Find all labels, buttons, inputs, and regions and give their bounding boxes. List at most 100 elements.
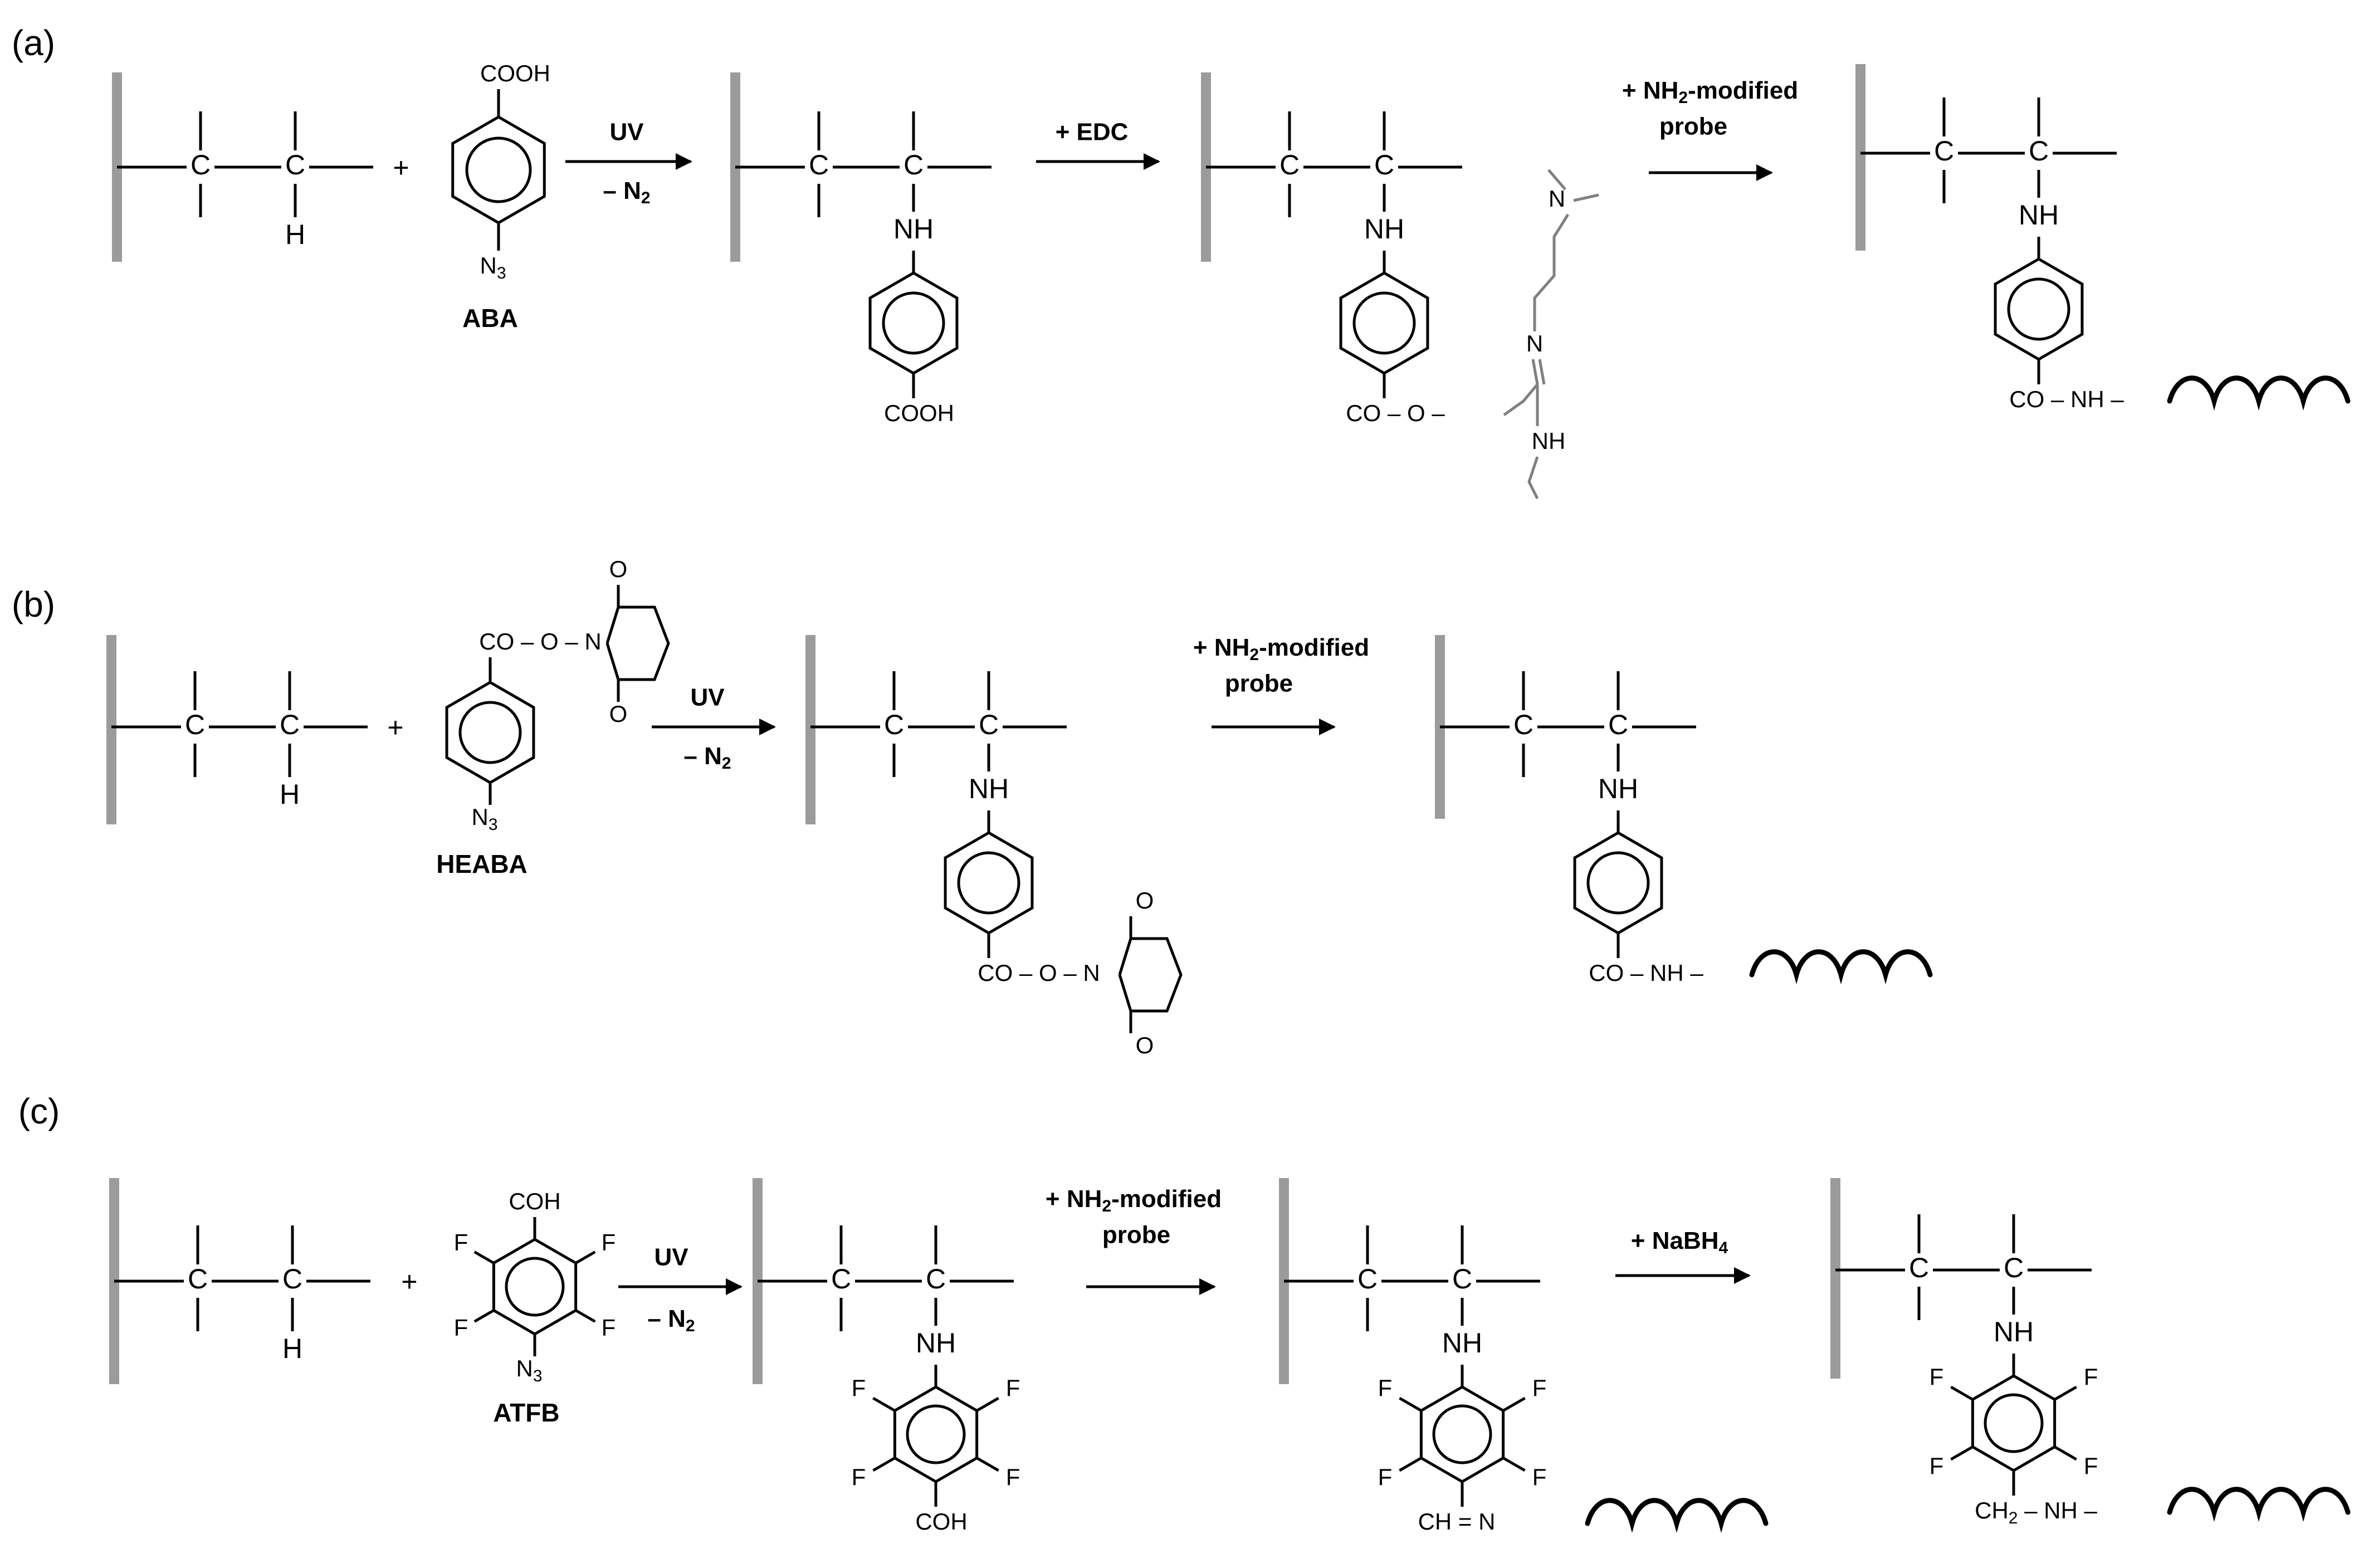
edc-nh: NH xyxy=(1532,428,1566,454)
nh-group: NH xyxy=(893,213,934,245)
nh-group: NH xyxy=(1364,213,1404,245)
p2c-ring-fluorine: F xyxy=(1532,1464,1547,1490)
p3c-amine-suffix: – NH – xyxy=(2018,1497,2097,1523)
atfb-azide-label: N3 xyxy=(516,1355,542,1385)
carbon-1: C xyxy=(809,149,829,180)
arrow-probe-b-line1-suffix: -modified xyxy=(1259,634,1369,661)
edc-methyl-2 xyxy=(1573,193,1599,202)
arrow-uv-b-bottom-main: – N xyxy=(683,743,721,770)
p2b-ring-aromatic-circle xyxy=(1586,851,1650,915)
hydrogen-atom: H xyxy=(282,1333,302,1364)
hydrogen-atom: H xyxy=(280,779,300,810)
p3c-ring-f-bond xyxy=(1950,1385,1974,1401)
p3c-amine-subscript: 2 xyxy=(2009,1509,2018,1527)
carbon-2: C xyxy=(2029,135,2049,167)
atfb-f-bond xyxy=(473,1309,495,1323)
arrow-uv-a-top: UV xyxy=(609,119,644,146)
surface-bar xyxy=(1830,1178,1840,1379)
p1c-ring-f-bond xyxy=(976,1396,999,1412)
surface-bar xyxy=(106,635,116,824)
atfb-fluorine: F xyxy=(602,1229,616,1256)
surface-bar xyxy=(1855,64,1865,251)
p1c-ring-f-bond xyxy=(872,1396,896,1412)
atfb-f-bond xyxy=(575,1251,596,1264)
panel-label-a: (a) xyxy=(12,23,55,63)
nh-group: NH xyxy=(1994,1316,2034,1347)
heaba-ring-aromatic-circle xyxy=(458,701,522,764)
atfb-f-bond xyxy=(575,1309,596,1323)
arrow-probe-c-line1-main: + NH xyxy=(1046,1185,1102,1213)
p1c-ring-fluorine: F xyxy=(852,1464,866,1490)
hydrogen-atom: H xyxy=(285,219,305,250)
heaba-oxo-2: O xyxy=(609,701,628,727)
p1c-ring-fluorine: F xyxy=(852,1375,866,1401)
p1b-ester: CO – O – N xyxy=(978,960,1100,986)
p3c-ring-fluorine: F xyxy=(2084,1453,2098,1479)
nh-group: NH xyxy=(1598,773,1638,804)
edc-o-c-bond xyxy=(1503,383,1539,417)
atfb-name: ATFB xyxy=(493,1398,559,1427)
nh-group: NH xyxy=(1442,1327,1482,1359)
p2c-ring-f-bond xyxy=(1502,1457,1526,1472)
p2c-ring-f-bond xyxy=(1399,1396,1422,1412)
arrow-probe-a-line1-subscript: 2 xyxy=(1678,89,1688,107)
aba-ring-aromatic-circle xyxy=(465,136,532,203)
heaba-name: HEABA xyxy=(436,849,528,878)
heaba-azide-label: N3 xyxy=(471,804,497,834)
probe-wave-a xyxy=(2167,375,2351,411)
arrow-probe-c-line1-suffix: -modified xyxy=(1111,1185,1222,1213)
p1c-ring-f-bond xyxy=(872,1457,896,1472)
arrow-uv-a-bottom-main: – N xyxy=(603,177,641,204)
arrow-edc-label: + EDC xyxy=(1056,119,1129,146)
p3c-ring-f-bond xyxy=(1950,1445,1974,1461)
p2c-ring-fluorine: F xyxy=(1532,1375,1547,1401)
carbon-1: C xyxy=(1357,1263,1378,1295)
arrow-nabh4-label-subscript: 4 xyxy=(1719,1239,1728,1257)
p2b-amide: CO – NH – xyxy=(1589,960,1703,986)
arrow-uv-c-bottom: – N2 xyxy=(647,1305,695,1335)
p3c-amine-main: CH xyxy=(1975,1497,2009,1523)
p3c-ring-f-bond xyxy=(2054,1445,2077,1461)
aba-azide-label: N3 xyxy=(480,252,506,282)
atfb-azide-label-subscript: 3 xyxy=(533,1367,543,1385)
plus-sign-c: + xyxy=(401,1266,417,1297)
arrow-uv-b-bottom-subscript: 2 xyxy=(722,754,731,773)
arrow-probe-c-line1: + NH2-modified xyxy=(1046,1185,1222,1215)
aba-name: ABA xyxy=(462,304,518,333)
probe-wave-c2 xyxy=(2167,1487,2351,1522)
panel-label-b: (b) xyxy=(12,584,55,624)
p1c-ring-fluorine: F xyxy=(1006,1375,1020,1401)
p1c-coh: COH xyxy=(915,1508,967,1535)
p2c-imine: CH = N xyxy=(1418,1508,1496,1535)
atfb-f-bond xyxy=(473,1251,495,1264)
p2c-ring-fluorine: F xyxy=(1378,1375,1393,1401)
p2a-ring-aromatic-circle xyxy=(1352,291,1416,355)
p2c-ring-aromatic-circle xyxy=(1432,1404,1492,1464)
heaba-succinimide xyxy=(605,605,670,681)
atfb-coh-label: COH xyxy=(509,1188,560,1214)
panel-label-c: (c) xyxy=(18,1091,60,1131)
p1c-ring-aromatic-circle xyxy=(906,1404,966,1464)
carbon-1: C xyxy=(185,709,205,740)
atfb-ring-aromatic-circle xyxy=(505,1257,565,1317)
plus-sign-b: + xyxy=(387,712,403,743)
carbon-1: C xyxy=(188,1263,208,1295)
p3c-ring-f-bond xyxy=(2054,1385,2077,1401)
arrow-uv-b-bottom: – N2 xyxy=(683,743,731,773)
plus-sign-a: + xyxy=(393,152,409,183)
heaba-oxo-1: O xyxy=(609,556,628,582)
p1c-ring-fluorine: F xyxy=(1006,1464,1020,1490)
p2c-ring-f-bond xyxy=(1502,1396,1526,1412)
carbon-2: C xyxy=(1452,1263,1472,1295)
carbon-2: C xyxy=(1374,149,1394,180)
arrow-probe-c-line2: probe xyxy=(1102,1222,1170,1249)
arrow-probe-b-line1-main: + NH xyxy=(1193,634,1249,661)
arrow-uv-a-bottom: – N2 xyxy=(603,177,650,207)
nh-group: NH xyxy=(969,773,1009,804)
carbon-2: C xyxy=(285,149,305,180)
edc-cn-double-2 xyxy=(1538,359,1546,385)
arrow-probe-a-line1: + NH2-modified xyxy=(1622,77,1798,107)
atfb-fluorine: F xyxy=(602,1315,616,1341)
carbon-2: C xyxy=(1608,709,1628,740)
